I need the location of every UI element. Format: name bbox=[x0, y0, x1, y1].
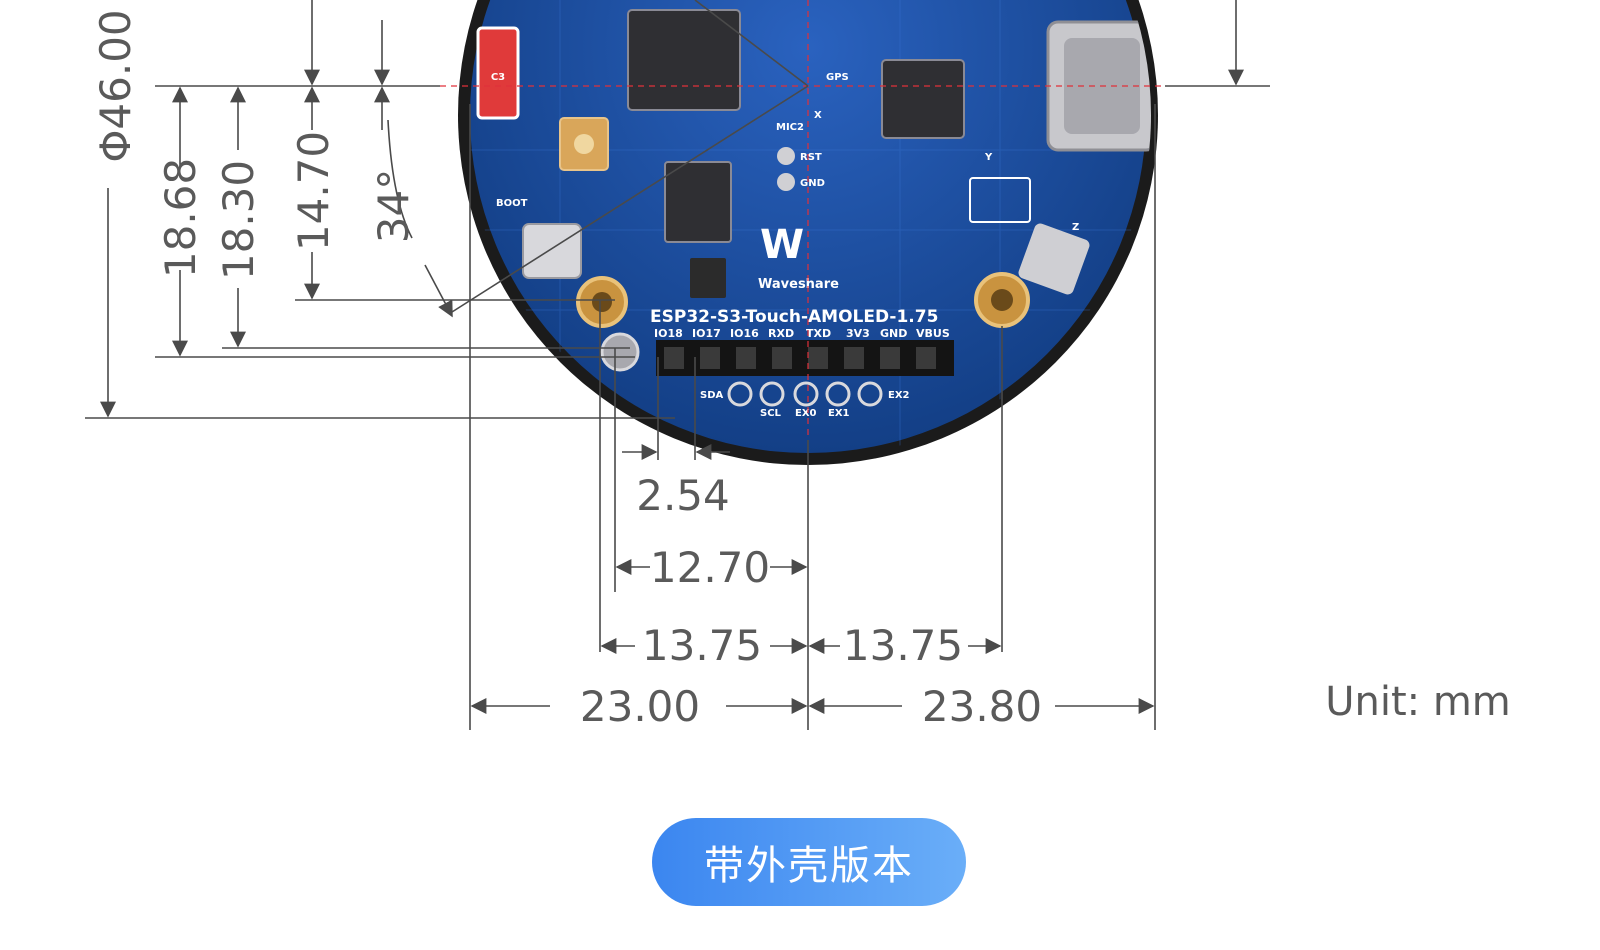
pad-ex2: EX2 bbox=[888, 390, 910, 401]
label-axis-y: MIC2 bbox=[776, 122, 804, 133]
dim-diameter: Φ46.00 bbox=[91, 9, 140, 162]
board-title: ESP32-S3-Touch-AMOLED-1.75 bbox=[650, 307, 938, 327]
label-rst: RST bbox=[800, 152, 822, 163]
pin-vbus: VBUS bbox=[916, 327, 950, 340]
codec-chip bbox=[881, 59, 965, 139]
flash-chip bbox=[664, 161, 732, 243]
red-component bbox=[476, 26, 520, 120]
label-axis-x: GPS bbox=[826, 72, 849, 83]
dim-14-70: 14.70 bbox=[289, 131, 338, 251]
boot-button bbox=[522, 223, 582, 279]
pin-io18: IO18 bbox=[654, 327, 683, 340]
dim-13-75-left: 13.75 bbox=[642, 621, 762, 670]
pad-scl: SCL bbox=[760, 408, 782, 419]
label-c3: C3 bbox=[491, 72, 505, 83]
dim-23-00: 23.00 bbox=[580, 682, 700, 731]
label-boot: BOOT bbox=[496, 198, 528, 209]
pad-sda: SDA bbox=[700, 390, 724, 401]
waveshare-logo-icon: W bbox=[760, 222, 804, 268]
dimension-lines bbox=[85, 0, 1270, 730]
label-mic2: Z bbox=[1072, 222, 1079, 233]
pin-gnd: GND bbox=[880, 327, 907, 340]
unit-label: Unit: mm bbox=[1325, 679, 1511, 725]
pin-rxd: RXD bbox=[768, 327, 794, 340]
gnd-pad bbox=[777, 173, 795, 191]
label-axis-z: X bbox=[814, 110, 822, 121]
dim-angle: 34° bbox=[369, 169, 418, 243]
rst-pad bbox=[777, 147, 795, 165]
dim-12-70: 12.70 bbox=[650, 543, 770, 592]
pad-ex0: EX0 bbox=[795, 408, 817, 419]
shell-version-button[interactable]: 带外壳版本 bbox=[652, 818, 966, 906]
pin-txd: TXD bbox=[806, 327, 831, 340]
esp32-chip bbox=[627, 9, 741, 111]
label-gps: Y bbox=[984, 152, 993, 163]
small-chip bbox=[690, 258, 726, 298]
dim-13-75-right: 13.75 bbox=[843, 621, 963, 670]
label-gnd: GND bbox=[800, 178, 825, 189]
pin-io16: IO16 bbox=[730, 327, 759, 340]
lower-hole bbox=[600, 332, 640, 372]
brand-name: Waveshare bbox=[758, 277, 839, 292]
pcb bbox=[470, 0, 1146, 453]
dim-18-68: 18.68 bbox=[156, 158, 205, 278]
dim-18-30: 18.30 bbox=[214, 160, 263, 280]
dim-23-80: 23.80 bbox=[922, 682, 1042, 731]
dim-2-54: 2.54 bbox=[636, 471, 730, 520]
pad-ex1: EX1 bbox=[828, 408, 850, 419]
pin-io17: IO17 bbox=[692, 327, 721, 340]
microphone bbox=[1018, 223, 1090, 295]
board-photo: C3 Z Y BOOT RST GND GPS MIC2 X W Wavesha… bbox=[440, 0, 1165, 465]
gps-footprint bbox=[969, 177, 1031, 223]
pin-3v3: 3V3 bbox=[846, 327, 870, 340]
